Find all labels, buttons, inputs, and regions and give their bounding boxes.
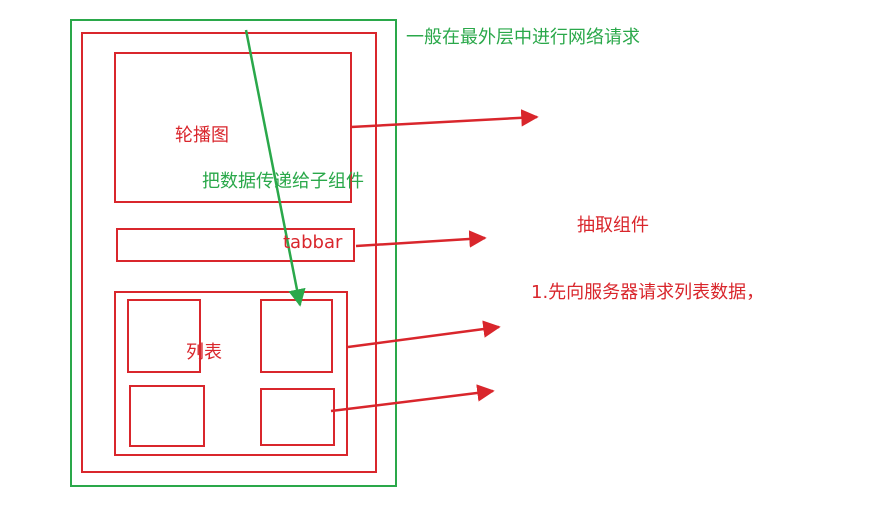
request-step-label: 1.先向服务器请求列表数据， xyxy=(531,282,764,303)
tabbar-label: tabbar xyxy=(283,232,343,253)
carousel-box xyxy=(114,52,352,203)
list-item-top-right xyxy=(260,299,333,373)
arrow-list-bottom xyxy=(330,384,495,413)
list-item-top-left xyxy=(127,299,201,373)
list-item-bottom-left xyxy=(129,385,205,447)
arrow-data-flow xyxy=(244,29,306,307)
tabbar-box xyxy=(116,228,355,262)
carousel-label: 轮播图 xyxy=(175,125,229,146)
list-box xyxy=(114,291,348,456)
extract-component-label: 抽取组件 xyxy=(577,215,649,236)
list-item-bottom-right xyxy=(260,388,335,446)
inner-component-box xyxy=(81,32,377,473)
arrow-carousel xyxy=(350,109,539,129)
outer-page-box xyxy=(70,19,397,487)
outer-note-label: 一般在最外层中进行网络请求 xyxy=(406,27,640,48)
pass-data-label: 把数据传递给子组件 xyxy=(202,171,364,192)
arrow-tabbar xyxy=(355,230,487,248)
arrow-list-top xyxy=(347,320,501,349)
list-label: 列表 xyxy=(186,342,222,363)
